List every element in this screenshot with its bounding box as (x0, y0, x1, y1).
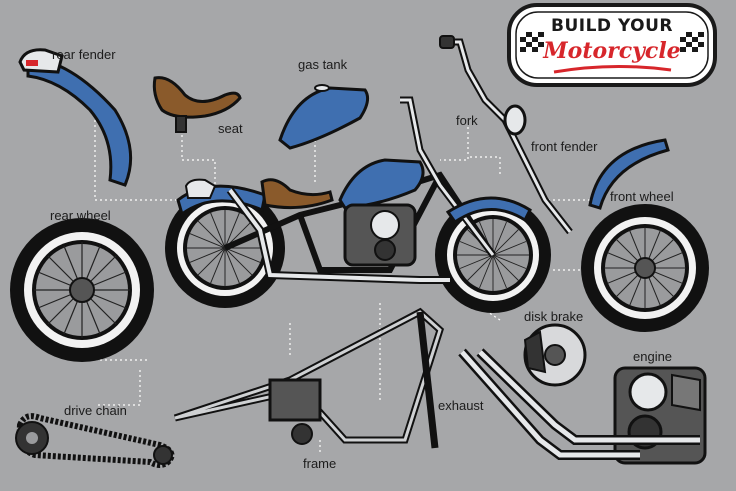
engine-part (613, 366, 707, 465)
label-seat: seat (218, 121, 243, 136)
badge-shape (507, 3, 717, 87)
checkered-flag-left-icon (520, 32, 544, 52)
checkered-flag-right-icon (680, 32, 704, 52)
rear-fender-part (18, 48, 133, 187)
label-front-wheel: front wheel (610, 189, 674, 204)
label-fork: fork (456, 113, 478, 128)
front-fender-part (588, 138, 670, 210)
title-badge: BUILD YOUR Motorcycle (506, 2, 718, 88)
label-rear-fender: rear fender (52, 47, 116, 62)
label-gas-tank: gas tank (298, 57, 348, 72)
front-wheel-part (581, 204, 709, 332)
badge-title-line1: BUILD YOUR (551, 16, 673, 36)
label-front-fender: front fender (531, 139, 598, 154)
label-frame: frame (303, 456, 337, 471)
rear-wheel-part (10, 218, 154, 362)
assembled-motorcycle (165, 96, 551, 313)
label-engine: engine (633, 349, 673, 364)
gas-tank-part (278, 84, 370, 150)
label-exhaust: exhaust (438, 398, 484, 413)
seat-part (152, 76, 242, 133)
disk-brake-part (523, 323, 587, 387)
badge-title-line2: Motorcycle (543, 38, 681, 64)
frame-part (173, 307, 445, 449)
fork-part (439, 35, 573, 235)
label-rear-wheel: rear wheel (50, 208, 111, 223)
drive-chain-part (15, 413, 175, 468)
exhaust-part (458, 348, 700, 460)
label-drive-chain: drive chain (64, 403, 127, 418)
label-disk-brake: disk brake (524, 309, 584, 324)
